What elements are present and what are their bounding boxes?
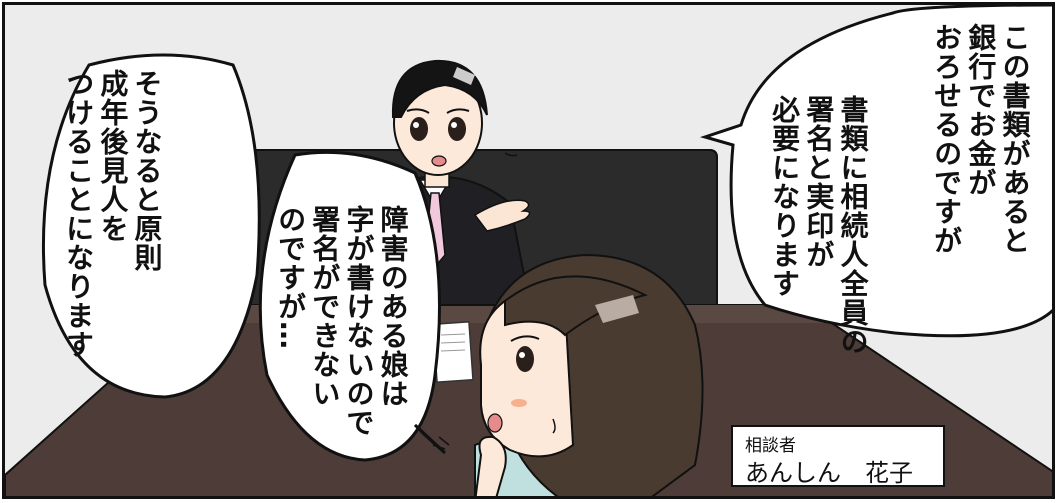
- speech-text-left: そうなると原則 成年後見人を つけることになります: [62, 69, 164, 359]
- man-hand: [473, 199, 531, 232]
- speech-text-middle: 障害のある娘は 字が書けないので 署名ができない のですが…: [274, 205, 410, 437]
- speech-bubble-right: [699, 5, 1052, 338]
- woman-hand: [474, 435, 507, 496]
- speech-bubble-middle: [258, 150, 441, 462]
- speech-bubble-left: [42, 53, 261, 399]
- speech-text-right-bottom: 書類に相続人全員の 署名と実印が 必要になります: [768, 95, 870, 356]
- speech-text-right-top: この書類があると 銀行でお金が おろせるのですが: [930, 23, 1032, 255]
- caption-name: あんしん 花子: [745, 459, 913, 487]
- caption-role: 相談者: [745, 436, 796, 456]
- scene-illustration: [5, 5, 1052, 496]
- speaker-caption: 相談者 あんしん 花子: [731, 425, 945, 487]
